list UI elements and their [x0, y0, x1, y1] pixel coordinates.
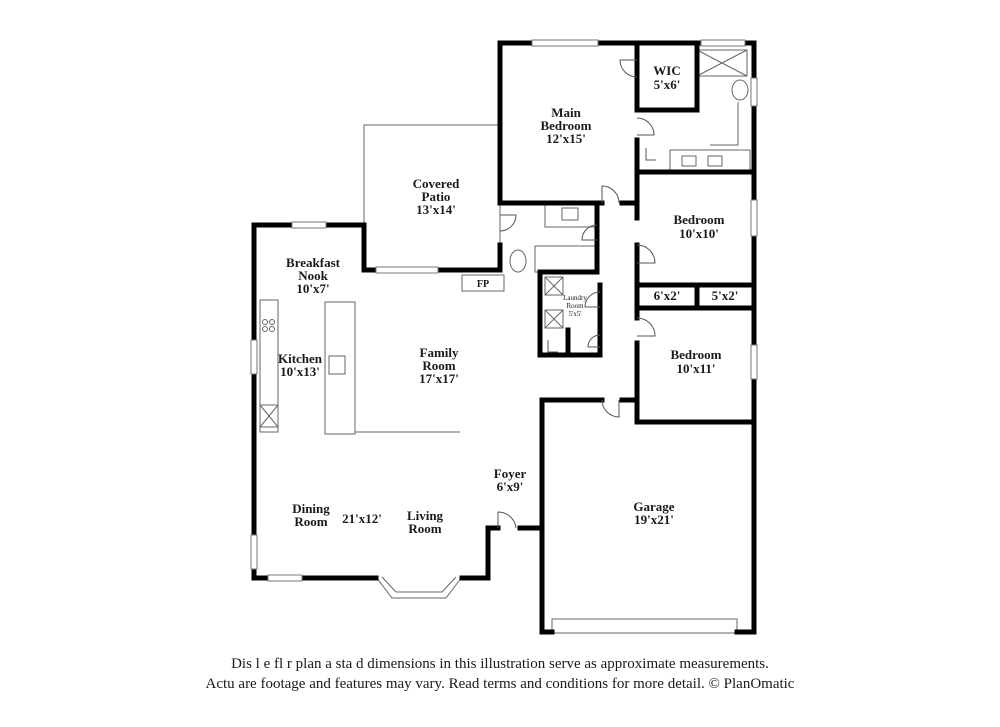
garage-dims: 19'x21' — [634, 512, 674, 527]
family-room-label-1: Family — [420, 345, 459, 360]
kitchen-sink — [328, 355, 346, 375]
main-bedroom-label-1: Main — [551, 105, 581, 120]
window — [750, 344, 758, 380]
covered-patio-dims: 13'x14' — [416, 202, 456, 217]
wic-dims: 5'x6' — [654, 77, 681, 92]
bath2-toilet — [509, 249, 527, 273]
door-swing — [636, 317, 656, 337]
main-bedroom-label-2: Bedroom — [540, 118, 591, 133]
stove-burner — [269, 319, 275, 325]
refrigerator-cross — [259, 404, 279, 428]
bedroom-a-label: Bedroom — [673, 212, 724, 227]
stove-burner — [262, 326, 268, 332]
door-swing — [636, 117, 655, 136]
bedroom-a-dims: 10'x10' — [679, 226, 719, 241]
master-bath-partition — [710, 102, 739, 146]
master-sink-right — [707, 155, 723, 167]
dining-living-dims: 21'x12' — [342, 511, 382, 526]
disclaimer-line-2: Actu are footage and features may vary. … — [205, 676, 795, 692]
window — [700, 39, 746, 47]
door-swing — [645, 148, 656, 161]
dining-room-label-2: Room — [294, 514, 327, 529]
door-swing — [499, 214, 517, 232]
window — [250, 339, 258, 375]
window — [375, 266, 439, 274]
bath2-sink — [561, 207, 579, 221]
thin-lines — [259, 49, 751, 634]
stove-burner — [262, 319, 268, 325]
master-shower-line — [696, 49, 748, 77]
living-room-label-2: Room — [408, 521, 441, 536]
kitchen-label: Kitchen — [278, 351, 323, 366]
bay-window-outer — [375, 576, 463, 599]
breakfast-nook-label-1: Breakfast — [286, 255, 341, 270]
dryer — [544, 309, 564, 329]
door-swing — [601, 399, 620, 418]
garage-door — [551, 618, 738, 634]
breakfast-nook-dims: 10'x7' — [296, 281, 329, 296]
family-room-dims: 17'x17' — [419, 371, 459, 386]
bedroom-b-label: Bedroom — [670, 347, 721, 362]
door-swings — [497, 59, 656, 529]
window — [267, 574, 303, 582]
wic-label: WIC — [653, 63, 680, 78]
room-labels: WIC 5'x6' Main Bedroom 12'x15' Covered P… — [278, 63, 738, 536]
bedroom-b-dims: 10'x11' — [676, 361, 715, 376]
covered-patio-label-2: Patio — [422, 189, 451, 204]
master-sink-left — [681, 155, 697, 167]
foyer-label: Foyer — [494, 466, 527, 481]
door-swing — [601, 185, 620, 204]
door-swing — [587, 334, 601, 348]
washer — [544, 276, 564, 296]
breakfast-nook-label-2: Nook — [298, 268, 328, 283]
window — [531, 39, 599, 47]
door-swing — [497, 511, 517, 529]
refrigerator — [259, 404, 279, 428]
windows — [250, 39, 758, 582]
fireplace-label: FP — [477, 279, 489, 290]
covered-patio-label-1: Covered — [413, 176, 460, 191]
window — [750, 77, 758, 107]
kitchen-island — [324, 301, 356, 435]
family-room-label-2: Room — [422, 358, 455, 373]
door-swing — [547, 340, 558, 353]
washer-cross — [544, 276, 564, 296]
door-swing — [584, 291, 601, 308]
laundry-room-dims: 5'x5' — [568, 310, 581, 318]
laundry-room-label-2: Room — [566, 302, 584, 310]
window — [291, 221, 327, 229]
closet-a-dims: 6'x2' — [654, 288, 681, 303]
kitchen-dims: 10'x13' — [280, 364, 320, 379]
bay-window-inner — [381, 576, 457, 593]
disclaimer-line-1: Dis l e fl r plan a sta d dimensions in … — [231, 656, 769, 672]
door-swing — [636, 244, 656, 264]
stove-burner — [269, 326, 275, 332]
living-room-label-1: Living — [407, 508, 444, 523]
laundry-room-label-1: Laundry — [563, 294, 587, 302]
main-bedroom-dims: 12'x15' — [546, 131, 586, 146]
master-toilet — [731, 79, 749, 101]
walls — [251, 40, 757, 635]
closet-b-dims: 5'x2' — [712, 288, 739, 303]
bath2-tub — [534, 245, 598, 273]
window — [750, 199, 758, 237]
kitchen-counter — [259, 299, 279, 433]
fireplace-box — [461, 274, 505, 292]
foyer-dims: 6'x9' — [497, 479, 524, 494]
dryer-cross — [544, 309, 564, 329]
door-swing — [581, 224, 598, 241]
garage-label: Garage — [633, 499, 674, 514]
dining-room-label-1: Dining — [292, 501, 330, 516]
door-swing — [619, 59, 638, 78]
window — [250, 534, 258, 570]
